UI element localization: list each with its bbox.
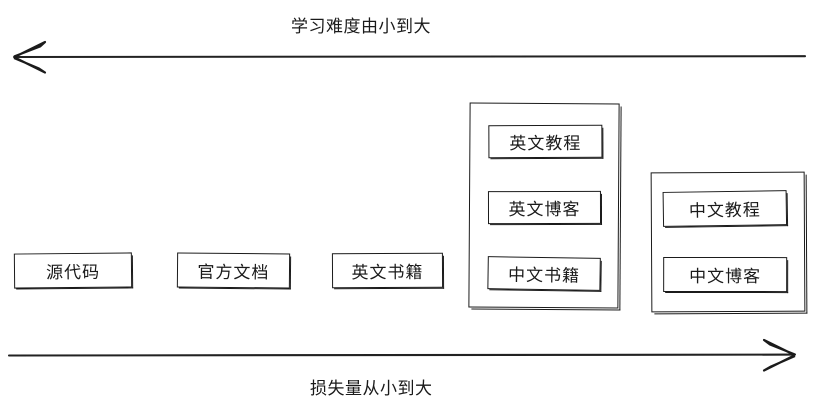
- node-chinese-books[interactable]: 中文书籍: [487, 256, 601, 291]
- node-label: 中文教程: [688, 200, 762, 222]
- group-english: 英文教程 英文博客 中文书籍: [468, 102, 620, 309]
- group-chinese: 中文教程 中文博客: [650, 171, 806, 313]
- node-official-docs[interactable]: 官方文档: [176, 252, 291, 289]
- node-label: 中文书籍: [507, 265, 581, 287]
- top-axis-label: 学习难度由小到大: [291, 17, 431, 37]
- node-label: 英文博客: [508, 199, 581, 221]
- bottom-axis-label: 损失量从小到大: [310, 379, 433, 399]
- node-label: 源代码: [45, 262, 101, 284]
- node-label: 官方文档: [197, 262, 270, 284]
- difficulty-arrow-icon: [12, 40, 807, 74]
- node-label: 中文博客: [689, 266, 762, 288]
- loss-arrow-icon: [7, 338, 797, 372]
- node-source-code[interactable]: 源代码: [13, 252, 133, 289]
- node-chinese-blog[interactable]: 中文博客: [663, 256, 788, 293]
- node-label: 英文书籍: [351, 262, 424, 284]
- node-label: 英文教程: [509, 133, 582, 155]
- node-english-books[interactable]: 英文书籍: [331, 252, 444, 289]
- node-english-blog[interactable]: 英文博客: [487, 190, 602, 225]
- node-english-tutorial[interactable]: 英文教程: [488, 124, 603, 159]
- node-chinese-tutorial[interactable]: 中文教程: [662, 190, 788, 227]
